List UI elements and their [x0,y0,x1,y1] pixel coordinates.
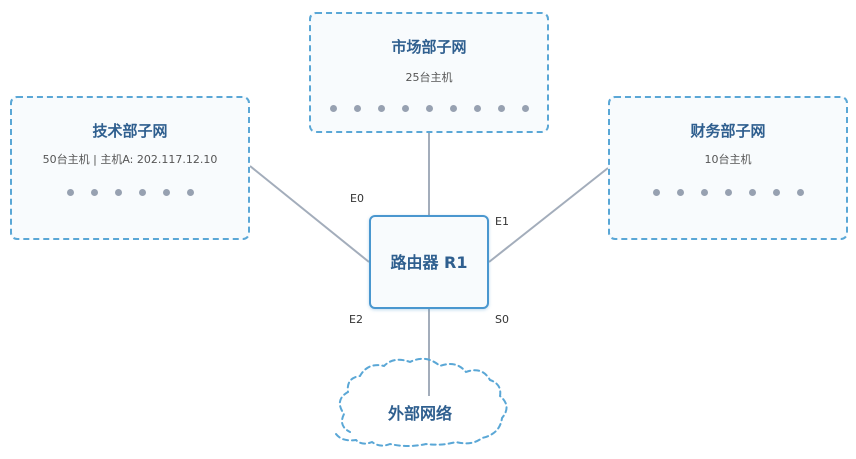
port-e2-label: E2 [349,313,363,326]
host-dot [772,189,780,196]
host-dot [796,189,804,196]
host-dot [377,105,385,112]
finance-host-dots [610,189,846,196]
router-label: 路由器 R1 [390,253,468,272]
host-dot [724,189,732,196]
market-host-dots [311,105,547,112]
host-dot [473,105,481,112]
market-subnet: 市场部子网 25台主机 [309,12,549,133]
host-dot [449,105,457,112]
market-subnet-host-count: 25台主机 [405,71,453,84]
host-dot [138,189,146,196]
tech-subnet-title: 技术部子网 [92,122,168,140]
host-dot [748,189,756,196]
host-dot [425,105,433,112]
port-e0-label: E0 [350,192,364,205]
finance-subnet-title: 财务部子网 [690,122,766,140]
tech-subnet: 技术部子网 50台主机 | 主机A: 202.117.12.10 [10,96,250,240]
host-dot [521,105,529,112]
link-router-tech [249,165,370,263]
host-dot [353,105,361,112]
port-s0-label: S0 [495,313,509,326]
host-dot [114,189,122,196]
host-dot [186,189,194,196]
port-e1-label: E1 [495,215,509,228]
router-r1: 路由器 R1 [369,215,489,309]
link-router-finance [488,167,609,263]
finance-subnet: 财务部子网 10台主机 [608,96,848,240]
cloud-shape [335,357,508,447]
host-dot [700,189,708,196]
host-dot [676,189,684,196]
finance-subnet-host-count: 10台主机 [704,153,752,166]
host-dot [401,105,409,112]
external-network-cloud: 外部网络 [330,352,510,448]
host-dot [652,189,660,196]
tech-subnet-description: 50台主机 | 主机A: 202.117.12.10 [42,153,218,166]
external-network-label: 外部网络 [387,404,452,423]
host-dot [162,189,170,196]
host-dot [329,105,337,112]
host-dot [66,189,74,196]
market-subnet-title: 市场部子网 [391,38,467,56]
host-dot [497,105,505,112]
tech-host-dots [12,189,248,196]
host-dot [90,189,98,196]
